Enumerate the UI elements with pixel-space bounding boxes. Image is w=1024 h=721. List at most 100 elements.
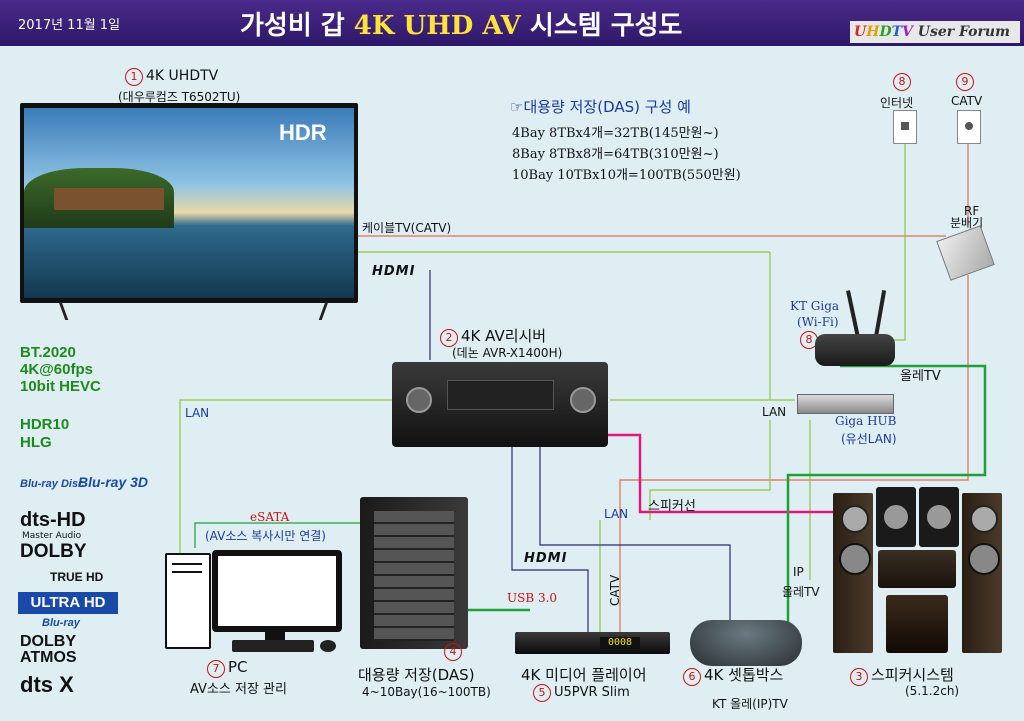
cable-tv-label: 케이블TV(CATV) — [362, 221, 452, 235]
pc-keyboard-icon — [232, 640, 314, 652]
forum-letter-d: D — [879, 24, 892, 40]
speaker-height-right-icon — [919, 487, 959, 547]
olle-tv-label-2: 올레TV — [782, 585, 820, 599]
speaker-system-name: 스피커시스템 — [871, 666, 954, 684]
lan-mid-label: LAN — [604, 507, 629, 521]
router-name: KT Giga — [790, 299, 840, 313]
spec-bt2020: BT.2020 — [20, 344, 76, 361]
speaker-front-left-icon — [833, 493, 873, 653]
olle-tv-label: 올레TV — [900, 369, 941, 384]
settop-number-badge: 6 — [683, 668, 701, 686]
speaker-system-desc: (5.1.2ch) — [905, 684, 960, 698]
esata-label: eSATA — [250, 510, 290, 524]
tv-name: 4K UHDTV — [146, 68, 219, 84]
subwoofer-icon — [886, 595, 948, 653]
internet-outlet-icon — [893, 110, 917, 144]
hub-name: Giga HUB — [835, 414, 897, 428]
esata-note: (AV소스 복사시만 연결) — [205, 529, 326, 543]
settop-desc: KT 올레(IP)TV — [712, 697, 788, 711]
lan-left-label: LAN — [185, 406, 210, 420]
catv-port-icon — [965, 122, 973, 130]
dtsx-logo: dts X — [20, 672, 74, 697]
receiver-model: (데논 AVR-X1400H) — [452, 346, 563, 360]
speaker-fl-tweeter — [841, 505, 869, 533]
das-storage-icon — [360, 497, 468, 649]
player-display: 0008 — [600, 637, 640, 649]
title-prefix: 가성비 갑 — [240, 11, 354, 41]
hdmi-player-line — [511, 445, 589, 640]
pc-mouse-icon — [320, 640, 336, 652]
tv-number-badge: 1 — [125, 68, 143, 86]
pc-number-badge: 7 — [207, 660, 225, 678]
speaker-cable-label: 스피커선 — [648, 499, 696, 514]
giga-hub-icon — [797, 394, 894, 414]
tv-screen: HDR — [20, 103, 358, 303]
pc-desc: AV소스 저장 관리 — [190, 682, 287, 697]
receiver-display — [447, 380, 554, 410]
internet-label: 인터넷 — [880, 96, 914, 110]
hub-wired: (유선LAN) — [841, 432, 897, 446]
ip-label: IP — [793, 565, 804, 579]
spec-hlg: HLG — [20, 434, 52, 451]
media-player-icon: 0008 — [515, 632, 670, 654]
settop-name: 4K 셋톱박스 — [704, 666, 784, 684]
lan-player-line — [649, 420, 771, 520]
speaker-hl-driver — [884, 505, 908, 529]
dts-hd-sub: Master Audio — [22, 531, 82, 541]
catv-outlet-label: CATV — [951, 94, 983, 108]
lan-left-line — [179, 399, 392, 555]
forum-logo: UHDTV User Forum — [850, 21, 1020, 43]
catv-number-badge: 9 — [956, 73, 974, 91]
pc-tower-icon — [165, 553, 211, 649]
speaker-front-right-icon — [962, 493, 1002, 653]
player-name: 4K 미디어 플레이어 — [521, 666, 647, 684]
ultrahd-logo: ULTRA HD — [18, 592, 118, 614]
splitter-label-rf: RF — [964, 204, 980, 218]
speaker-fr-woofer — [968, 543, 1000, 575]
das-number: 4 — [444, 643, 465, 661]
hdmi-settop-line — [539, 445, 731, 625]
das-info-title: ☞대용량 저장(DAS) 구성 예 — [510, 98, 691, 116]
receiver-name: 4K AV리시버 — [461, 327, 547, 345]
tv-model: (대우루컴즈 T6502TU) — [118, 90, 241, 104]
ultrahd-sub: Blu-ray — [42, 617, 80, 629]
speaker-fr-tweeter — [970, 505, 998, 533]
das-info-line-2: 8Bay 8TBx8개=64TB(310만원~) — [512, 147, 719, 162]
das-desc: 4~10Bay(16~100TB) — [362, 685, 491, 699]
hdr-badge: HDR — [279, 120, 327, 145]
olle-tv-line — [786, 364, 987, 630]
speaker-fl-woofer — [839, 543, 871, 575]
dolby-atmos-logo: DOLBY ATMOS — [20, 633, 77, 666]
bluray-3d-logo: Blu-ray 3D — [78, 474, 149, 490]
player-number-badge: 5 — [533, 684, 551, 702]
hdmi-mid-label: HDMI — [524, 551, 568, 566]
forum-letter-v: V — [902, 24, 913, 40]
speaker-line — [606, 433, 835, 514]
speaker-hr-driver — [927, 505, 951, 529]
pc-name: PC — [228, 658, 248, 676]
catv-number: 9 — [956, 73, 977, 91]
forum-letter-t: T — [891, 24, 903, 40]
pc-tower-slot-2 — [172, 571, 202, 573]
das-number-badge: 4 — [444, 643, 462, 661]
spec-hdr10: HDR10 — [20, 416, 70, 433]
das-info-line-3: 10Bay 10TBx10개=100TB(550만원) — [512, 168, 741, 183]
forum-rest: User Forum — [912, 24, 1010, 40]
forum-letter-u: U — [854, 24, 867, 40]
speaker-height-left-icon — [876, 487, 916, 547]
receiver-knob-left — [406, 387, 432, 413]
dolby-logo: DOLBY — [20, 541, 87, 562]
das-bays — [374, 511, 454, 641]
hub-lan-label: LAN — [762, 405, 787, 419]
catv-outlet-icon — [957, 110, 981, 144]
router-wifi: (Wi-Fi) — [797, 315, 839, 329]
date-label: 2017년 11월 1일 — [18, 18, 121, 33]
tv-picture: HDR — [24, 108, 354, 298]
